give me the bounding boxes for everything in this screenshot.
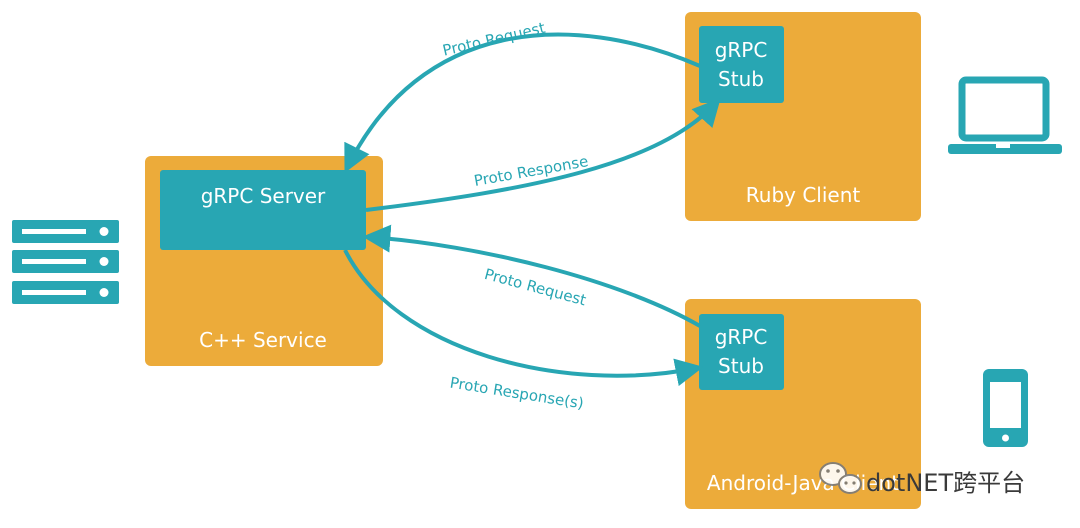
grpc-server-box [160,170,366,250]
android-java-client-label: Android-Java Client [707,471,899,495]
android-stub-line2: Stub [718,354,764,378]
ruby-stub-line2: Stub [718,67,764,91]
android-java-client-box: gRPC Stub Android-Java Client [685,299,921,509]
cpp-service-box: gRPC Server C++ Service [145,156,383,366]
ruby-client-box: gRPC Stub Ruby Client [685,12,921,221]
cpp-service-label: C++ Service [199,328,327,352]
android-stub-line1: gRPC [715,325,768,349]
ruby-response-arrow [365,97,721,212]
android-response-arrow [343,249,704,387]
server-rack-icon [12,220,119,304]
watermark-text: dotNET跨平台 [866,469,1025,497]
ruby-client-label: Ruby Client [746,183,861,207]
laptop-icon [948,76,1062,154]
android-response-label: Proto Response(s) [449,374,585,413]
wechat-icon [819,462,862,494]
ruby-stub-line1: gRPC [715,38,768,62]
ruby-grpc-stub-box [699,26,784,103]
android-request-arrow [362,224,701,328]
smartphone-icon [983,369,1028,447]
android-grpc-stub-box [699,314,784,390]
android-request-label: Proto Request [482,265,588,309]
ruby-request-label: Proto Request [441,19,547,60]
grpc-server-label: gRPC Server [201,184,326,208]
ruby-request-arrow [344,32,701,174]
